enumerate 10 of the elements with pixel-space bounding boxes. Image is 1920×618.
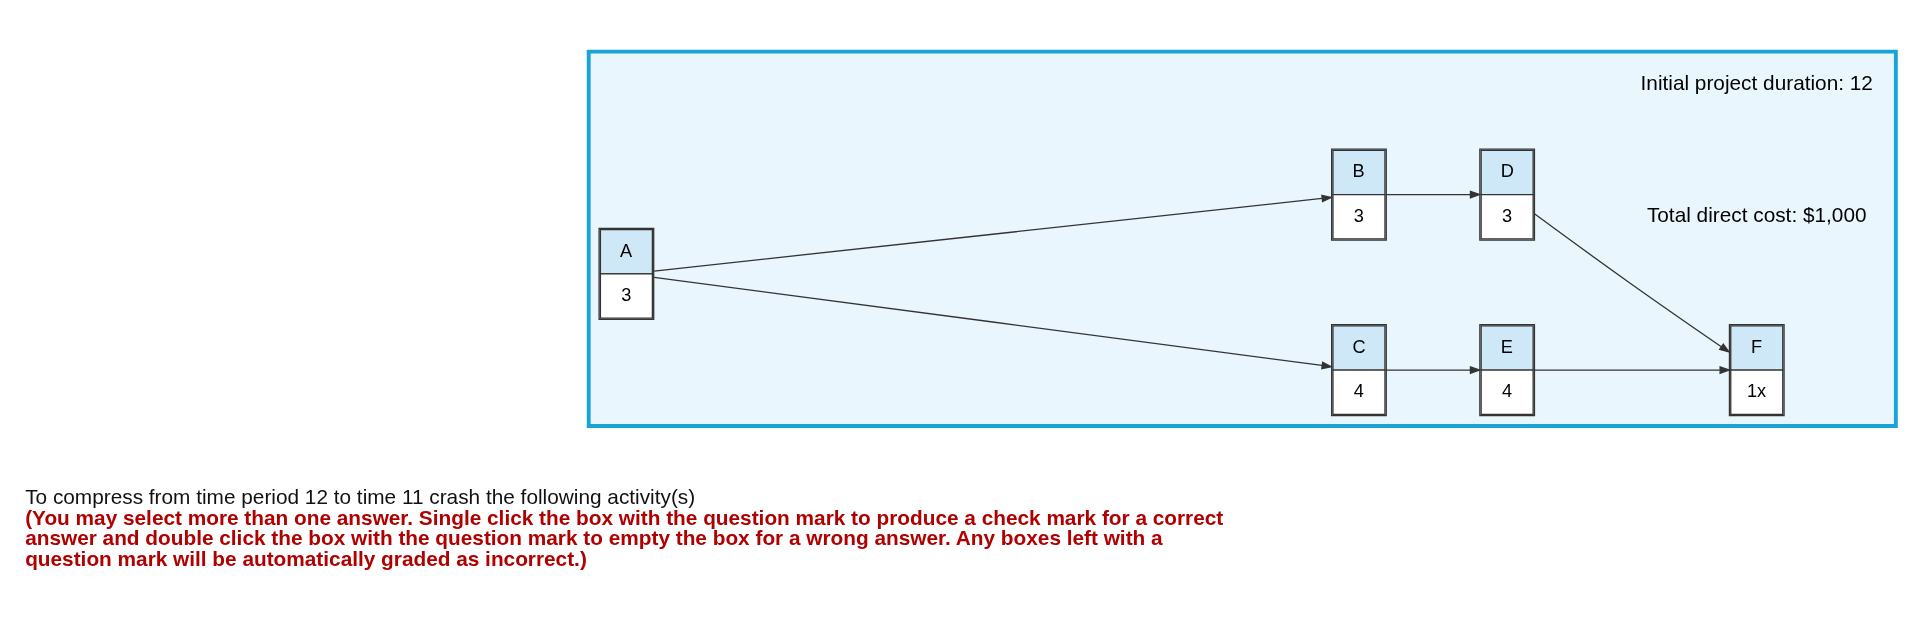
arrow [1533,366,1731,375]
label: To compress from time period 12 to time 11 crash the following activity(s) [24,484,695,508]
arrow [1385,190,1481,199]
arrow [652,276,1333,370]
label: Total direct cost: $1,000 [1646,202,1867,226]
cluster [586,49,1898,428]
arrow [1385,366,1482,375]
arrow [652,194,1333,272]
arrow [1533,213,1731,354]
label: Initial project duration: 12 [1640,71,1873,95]
